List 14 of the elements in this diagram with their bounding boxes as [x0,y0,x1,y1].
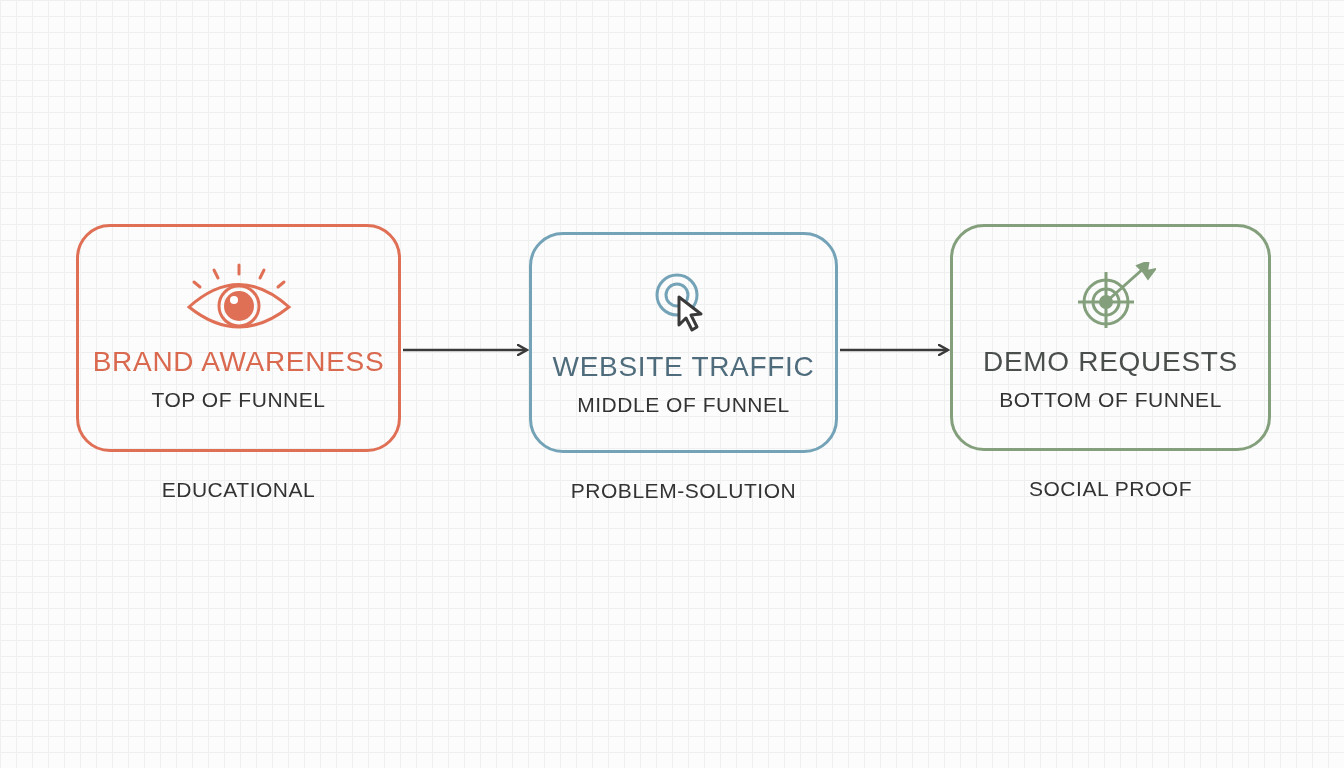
stage-subtitle: MIDDLE OF FUNNEL [577,391,790,418]
stage-subtitle: TOP OF FUNNEL [151,387,326,414]
stage-title: DEMO REQUESTS [983,344,1238,379]
stage-subtitle: BOTTOM OF FUNNEL [999,386,1222,413]
arrow [403,343,529,357]
arrow [840,343,950,357]
stage-title: WEBSITE TRAFFIC [552,349,815,384]
stage-card [529,232,838,453]
stage-card [76,224,401,452]
content-type-label: PROBLEM-SOLUTION [569,478,798,504]
content-type-label: EDUCATIONAL [160,477,317,503]
stage-title: BRAND AWARENESS [92,345,385,380]
content-type-label: SOCIAL PROOF [1027,476,1194,502]
stage-card [950,224,1271,451]
